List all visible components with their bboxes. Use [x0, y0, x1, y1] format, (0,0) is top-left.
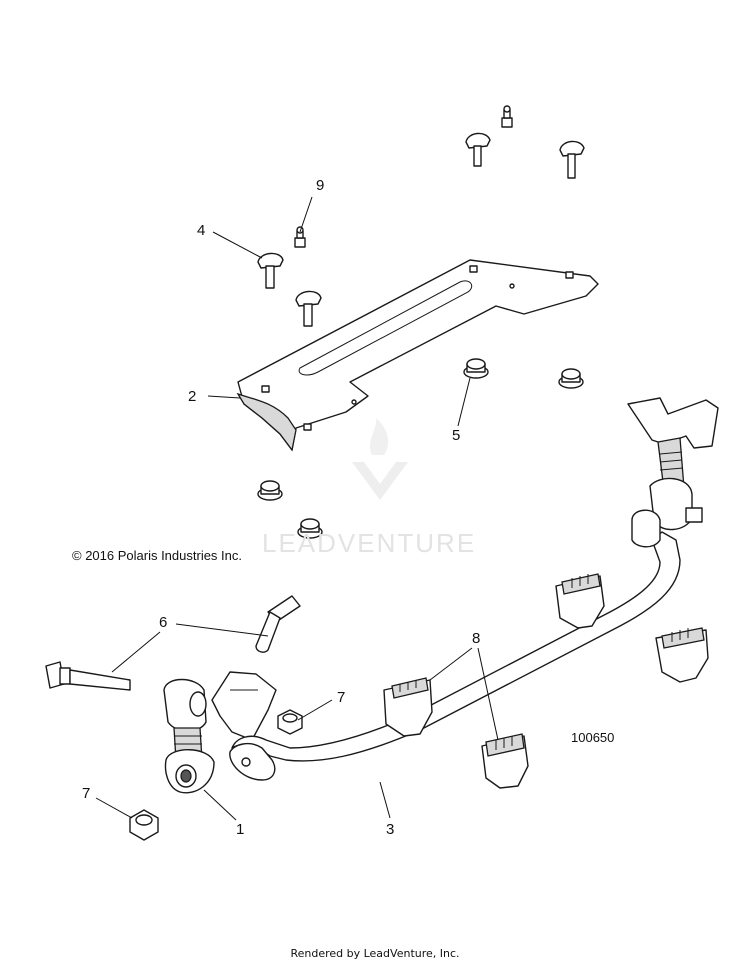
link-mount-bracket [211, 671, 277, 741]
grease-fitting-9 [294, 226, 306, 248]
callout-5: 5 [452, 427, 460, 444]
flange-nut-5a [463, 358, 489, 379]
callout-7-lower: 7 [82, 785, 90, 802]
end-link-1 [163, 678, 215, 794]
flange-nut-5b [558, 368, 584, 389]
stabilizer-link-right [627, 397, 719, 548]
grease-fitting-top [501, 105, 513, 128]
figure-number: 100650 [571, 730, 615, 745]
callout-2: 2 [188, 388, 196, 405]
callout-7-upper: 7 [337, 689, 345, 706]
callout-9: 9 [316, 177, 324, 194]
callout-8: 8 [472, 630, 480, 647]
mounting-bracket-2 [236, 259, 599, 452]
callout-3: 3 [386, 821, 394, 838]
footer-credit: Rendered by LeadVenture, Inc. [290, 947, 460, 960]
carriage-bolt-4 [257, 252, 284, 289]
bushing-8c [481, 733, 529, 789]
flange-nut-7-upper [277, 709, 303, 735]
stabilizer-bar-3 [229, 531, 681, 781]
callout-1: 1 [236, 821, 244, 838]
flange-nut-lower-a [257, 480, 283, 501]
hex-bolt-6-lower [45, 661, 131, 691]
carriage-bolt-second [295, 290, 322, 327]
callout-4: 4 [197, 222, 205, 239]
bushing-8d [655, 627, 709, 683]
watermark-text: LEADVENTURE [262, 528, 477, 558]
carriage-bolt-top-left [465, 132, 491, 167]
watermark-logo [352, 418, 408, 500]
bushing-8b [555, 573, 605, 629]
carriage-bolt-top-right [559, 140, 585, 179]
flange-nut-7-lower [129, 809, 159, 841]
copyright-notice: © 2016 Polaris Industries Inc. [72, 548, 242, 563]
leader-lines [95, 196, 499, 821]
hex-bolt-6-upper [255, 595, 301, 653]
callout-6: 6 [159, 614, 167, 631]
flange-nut-lower-b [297, 518, 323, 539]
